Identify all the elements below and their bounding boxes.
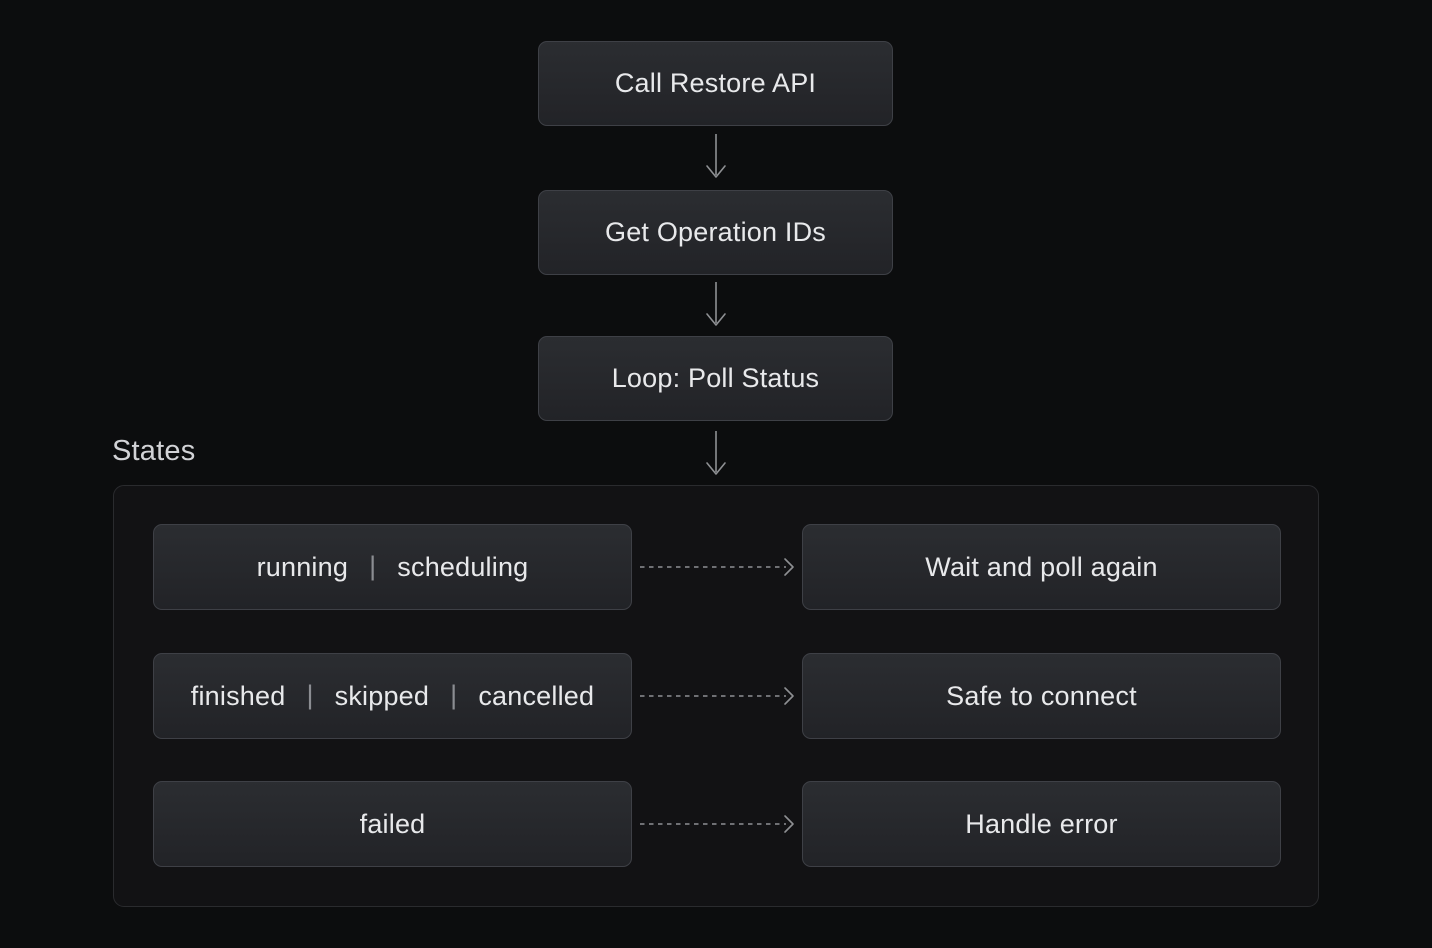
flow-step-label: Get Operation IDs xyxy=(605,217,826,247)
action-label: Wait and poll again xyxy=(925,551,1158,582)
state-label: skipped xyxy=(334,680,430,711)
states-panel: running | scheduling Wait and poll again… xyxy=(113,485,1319,907)
flow-step-label: Loop: Poll Status xyxy=(611,363,820,393)
state-box-running-scheduling: running | scheduling xyxy=(153,524,632,610)
state-label: failed xyxy=(359,808,426,839)
pipe-separator: | xyxy=(369,550,377,581)
action-box-wait-and-poll: Wait and poll again xyxy=(802,524,1281,610)
state-box-finished-skipped-cancelled: finished | skipped | cancelled xyxy=(153,653,632,739)
states-section-title: States xyxy=(112,435,196,467)
state-box-failed: failed xyxy=(153,781,632,867)
dashed-right-arrow-icon xyxy=(639,685,797,707)
down-arrow-icon xyxy=(702,133,730,180)
down-arrow-icon xyxy=(702,281,730,328)
pipe-separator: | xyxy=(306,679,314,710)
dashed-right-arrow-icon xyxy=(639,556,797,578)
action-label: Safe to connect xyxy=(946,680,1137,711)
flow-step-label: Call Restore API xyxy=(614,68,817,98)
dashed-right-arrow-icon xyxy=(639,813,797,835)
flow-step-call-restore-api: Call Restore API xyxy=(538,41,893,126)
flow-step-get-operation-ids: Get Operation IDs xyxy=(538,190,893,275)
down-arrow-icon xyxy=(702,430,730,477)
pipe-separator: | xyxy=(450,679,458,710)
state-label: running xyxy=(256,551,349,582)
state-label: finished xyxy=(190,680,286,711)
action-box-safe-to-connect: Safe to connect xyxy=(802,653,1281,739)
flow-step-loop-poll-status: Loop: Poll Status xyxy=(538,336,893,421)
state-label: scheduling xyxy=(397,551,529,582)
action-box-handle-error: Handle error xyxy=(802,781,1281,867)
action-label: Handle error xyxy=(965,808,1118,839)
state-label: cancelled xyxy=(478,680,595,711)
